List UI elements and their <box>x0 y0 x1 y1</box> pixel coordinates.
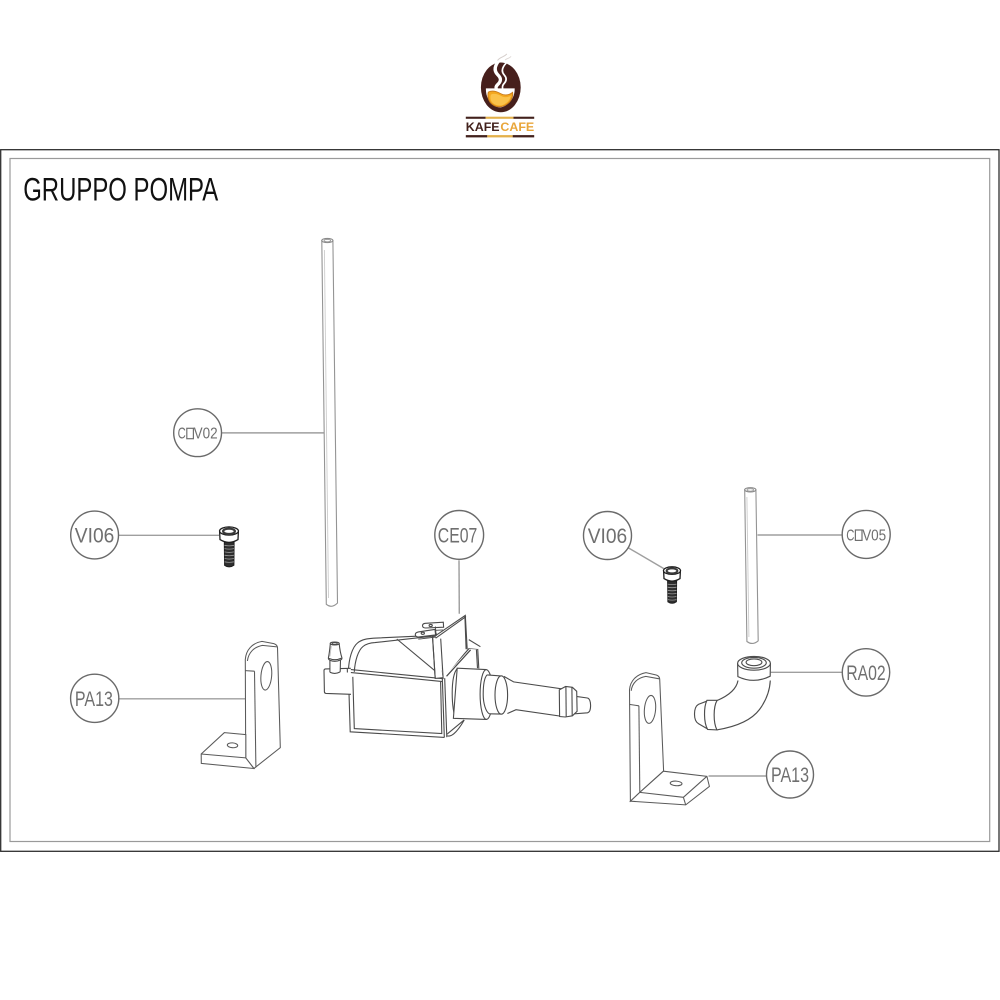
svg-text:C: C <box>846 527 854 544</box>
svg-text:V02: V02 <box>194 426 218 443</box>
svg-text:VI06: VI06 <box>588 524 628 548</box>
svg-text:PA13: PA13 <box>771 763 809 787</box>
svg-text:C: C <box>178 426 186 443</box>
svg-text:CE07: CE07 <box>438 524 478 548</box>
svg-text:V05: V05 <box>862 527 886 544</box>
svg-text:PA13: PA13 <box>75 687 113 711</box>
svg-text:GRUPPO POMPA: GRUPPO POMPA <box>23 172 218 208</box>
svg-text:CAFE: CAFE <box>500 120 534 134</box>
svg-text:VI06: VI06 <box>75 524 115 548</box>
svg-text:RA02: RA02 <box>846 661 886 685</box>
svg-text:KAFE: KAFE <box>466 120 500 134</box>
